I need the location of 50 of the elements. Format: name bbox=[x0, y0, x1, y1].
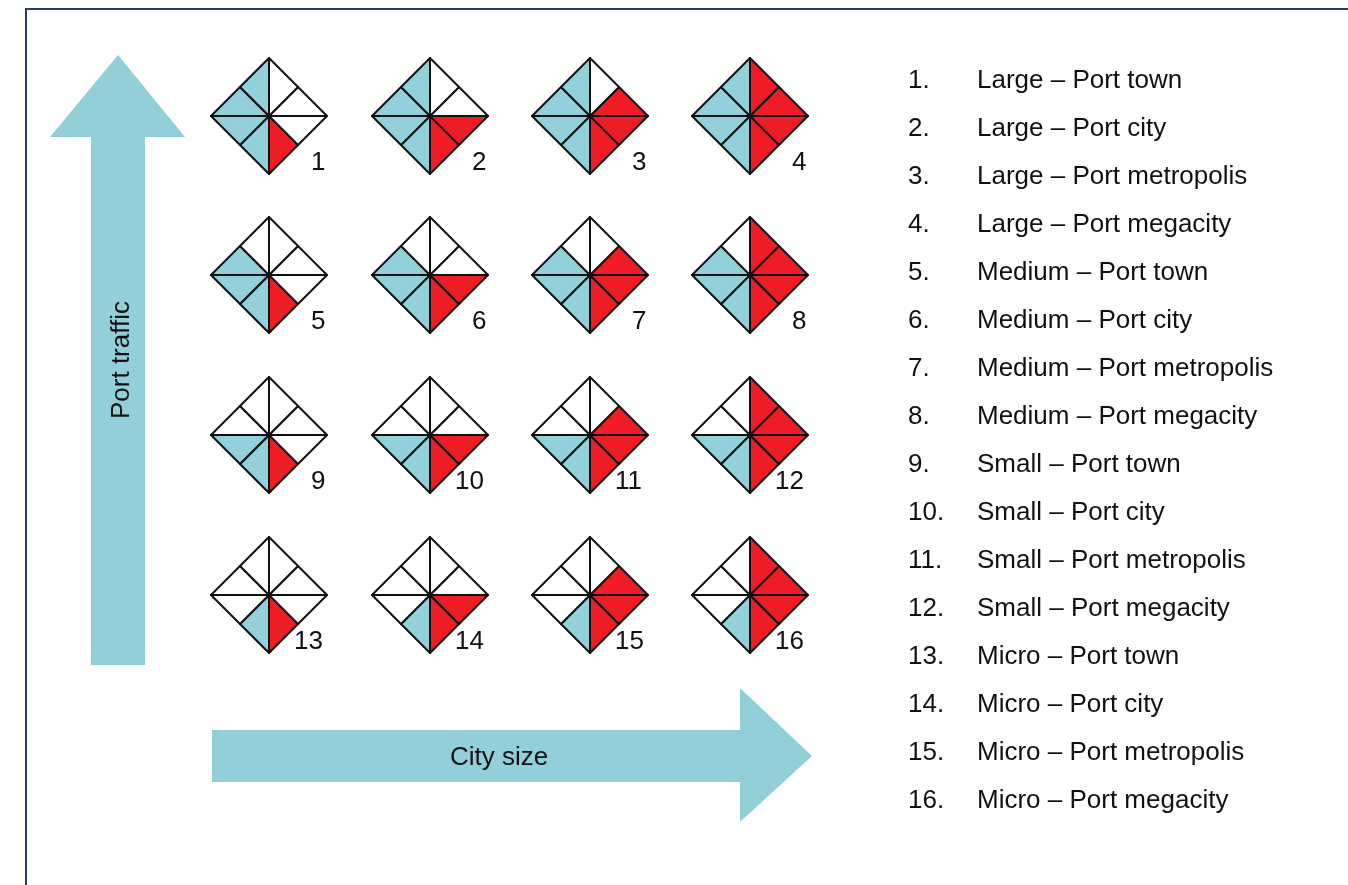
diamond-number: 1 bbox=[311, 148, 326, 174]
key-text: Large – Port metropolis bbox=[977, 162, 1248, 188]
key-text: Medium – Port town bbox=[977, 258, 1209, 284]
key-number: 5. bbox=[908, 258, 930, 284]
diamond-number: 13 bbox=[294, 627, 323, 653]
key-text: Small – Port megacity bbox=[977, 594, 1230, 620]
diamond-number: 5 bbox=[311, 307, 326, 333]
key-text: Small – Port metropolis bbox=[977, 546, 1246, 572]
key-text: Micro – Port megacity bbox=[977, 786, 1229, 812]
key-number: 8. bbox=[908, 402, 930, 428]
diamond-number: 11 bbox=[615, 467, 642, 493]
axis-label: City size bbox=[449, 743, 549, 769]
key-number: 11. bbox=[908, 546, 943, 572]
key-text: Micro – Port town bbox=[977, 642, 1180, 668]
key-text: Small – Port city bbox=[977, 498, 1165, 524]
key-number: 6. bbox=[908, 306, 930, 332]
key-text: Medium – Port metropolis bbox=[977, 354, 1274, 380]
key-number: 7. bbox=[908, 354, 930, 380]
diamond-number: 12 bbox=[775, 467, 804, 493]
diamond-number: 9 bbox=[311, 467, 326, 493]
key-number: 9. bbox=[908, 450, 930, 476]
key-number: 14. bbox=[908, 690, 945, 716]
diamond-number: 10 bbox=[455, 467, 484, 493]
key-text: Large – Port town bbox=[977, 66, 1183, 92]
key-text: Medium – Port city bbox=[977, 306, 1193, 332]
key-text: Medium – Port megacity bbox=[977, 402, 1258, 428]
diamond-number: 16 bbox=[775, 627, 804, 653]
axis-label: Port traffic bbox=[107, 301, 133, 419]
key-text: Small – Port town bbox=[977, 450, 1181, 476]
diamond-number: 14 bbox=[455, 627, 484, 653]
key-number: 15. bbox=[908, 738, 945, 764]
key-number: 13. bbox=[908, 642, 945, 668]
diamond-number: 4 bbox=[792, 148, 807, 174]
diamond-number: 2 bbox=[472, 148, 487, 174]
key-number: 12. bbox=[908, 594, 945, 620]
key-text: Micro – Port city bbox=[977, 690, 1164, 716]
key-text: Large – Port city bbox=[977, 114, 1167, 140]
diamond-number: 15 bbox=[615, 627, 644, 653]
diamond-number: 7 bbox=[632, 307, 647, 333]
key-number: 3. bbox=[908, 162, 930, 188]
key-number: 10. bbox=[908, 498, 945, 524]
diamond-number: 3 bbox=[632, 148, 647, 174]
key-number: 1. bbox=[908, 66, 930, 92]
key-number: 4. bbox=[908, 210, 930, 236]
diamond-number: 8 bbox=[792, 307, 807, 333]
key-text: Micro – Port metropolis bbox=[977, 738, 1245, 764]
key-number: 2. bbox=[908, 114, 930, 140]
key-text: Large – Port megacity bbox=[977, 210, 1232, 236]
diamond-number: 6 bbox=[472, 307, 487, 333]
key-number: 16. bbox=[908, 786, 945, 812]
